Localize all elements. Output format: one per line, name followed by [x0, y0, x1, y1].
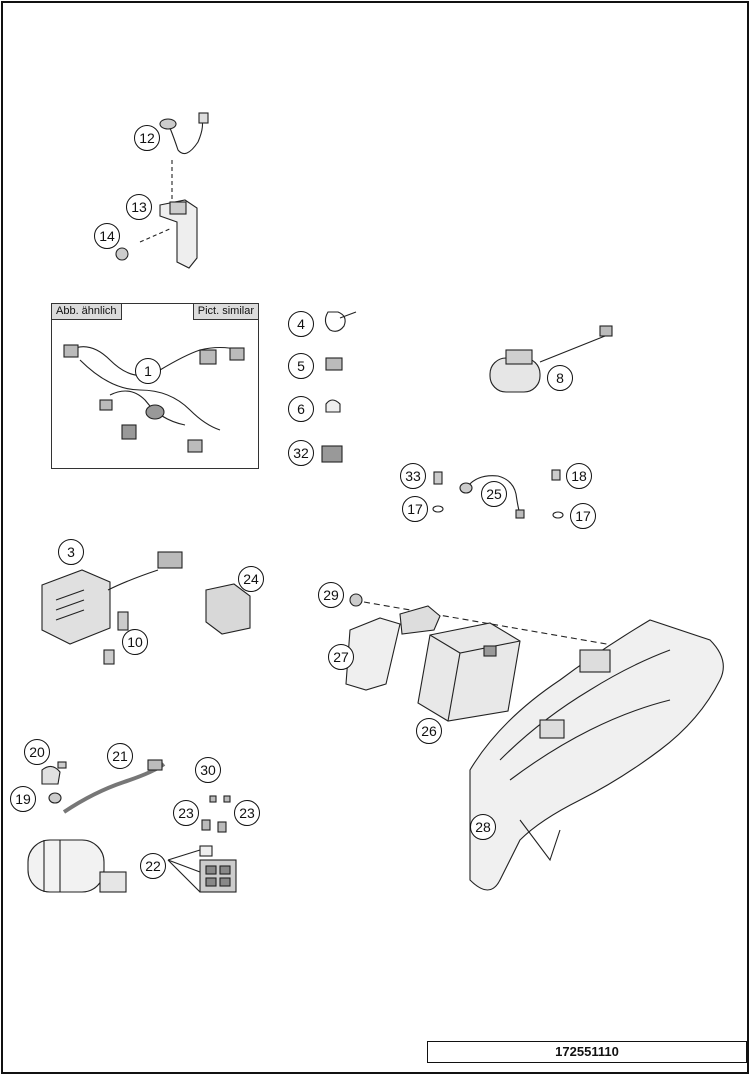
- part-washer-17a: [432, 505, 444, 513]
- part-fuse-23a: [201, 819, 211, 831]
- part-screw-10a: [117, 611, 129, 631]
- part-regulator: [41, 551, 183, 645]
- callout-28: 28: [470, 814, 496, 840]
- callout-10: 10: [122, 629, 148, 655]
- part-clip-5: [325, 357, 343, 371]
- part-holder-6: [325, 399, 341, 413]
- part-starter-motor: [27, 839, 127, 893]
- callout-33: 33: [400, 463, 426, 489]
- callout-19: 19: [10, 786, 36, 812]
- part-ground-cable: [459, 475, 525, 519]
- part-tray-28: [469, 619, 724, 891]
- part-wiring-harness: [63, 344, 245, 453]
- part-8-cylinder: [489, 325, 613, 393]
- part-holder-27: [345, 617, 401, 691]
- part-fuse-30a: [209, 795, 217, 803]
- callout-8: 8: [547, 365, 573, 391]
- part-battery-26: [417, 622, 521, 722]
- part-bracket: [139, 199, 198, 269]
- callout-1: 1: [135, 358, 161, 384]
- part-screw-18: [551, 469, 561, 481]
- callout-17-left: 17: [402, 496, 428, 522]
- callout-13: 13: [126, 194, 152, 220]
- callout-12: 12: [134, 125, 160, 151]
- part-connector-32: [321, 445, 343, 463]
- callout-20: 20: [24, 739, 50, 765]
- part-screw-10b: [103, 649, 115, 665]
- callout-24: 24: [238, 566, 264, 592]
- part-screw-33: [433, 471, 443, 485]
- callout-5: 5: [288, 353, 314, 379]
- part-relay-22: [167, 845, 237, 893]
- part-cap-20: [41, 761, 67, 785]
- part-cable-21: [62, 762, 166, 814]
- figure-number: 172551110: [427, 1041, 747, 1063]
- callout-17-right: 17: [570, 503, 596, 529]
- callout-27: 27: [328, 644, 354, 670]
- part-washer-17b: [552, 511, 564, 519]
- callout-30: 30: [195, 757, 221, 783]
- callout-23-right: 23: [234, 800, 260, 826]
- part-screw-14: [115, 247, 129, 261]
- part-nut-19: [48, 792, 62, 804]
- callout-26: 26: [416, 718, 442, 744]
- callout-32: 32: [288, 440, 314, 466]
- part-cable-tie: [324, 311, 357, 332]
- part-ignition-cable: [159, 112, 209, 200]
- callout-4: 4: [288, 311, 314, 337]
- callout-14: 14: [94, 223, 120, 249]
- part-fuse-30b: [223, 795, 231, 803]
- callout-22: 22: [140, 853, 166, 879]
- callout-25: 25: [481, 481, 507, 507]
- callout-29: 29: [318, 582, 344, 608]
- part-fuse-23b: [217, 821, 227, 833]
- callout-21: 21: [107, 743, 133, 769]
- label-abb-aehnlich: Abb. ähnlich: [52, 304, 122, 320]
- callout-23-left: 23: [173, 800, 199, 826]
- callout-18: 18: [566, 463, 592, 489]
- label-pict-similar: Pict. similar: [192, 304, 258, 320]
- part-24-cover: [205, 583, 251, 635]
- callout-3: 3: [58, 539, 84, 565]
- callout-6: 6: [288, 396, 314, 422]
- similar-picture-box: Abb. ähnlich Pict. similar: [51, 303, 259, 469]
